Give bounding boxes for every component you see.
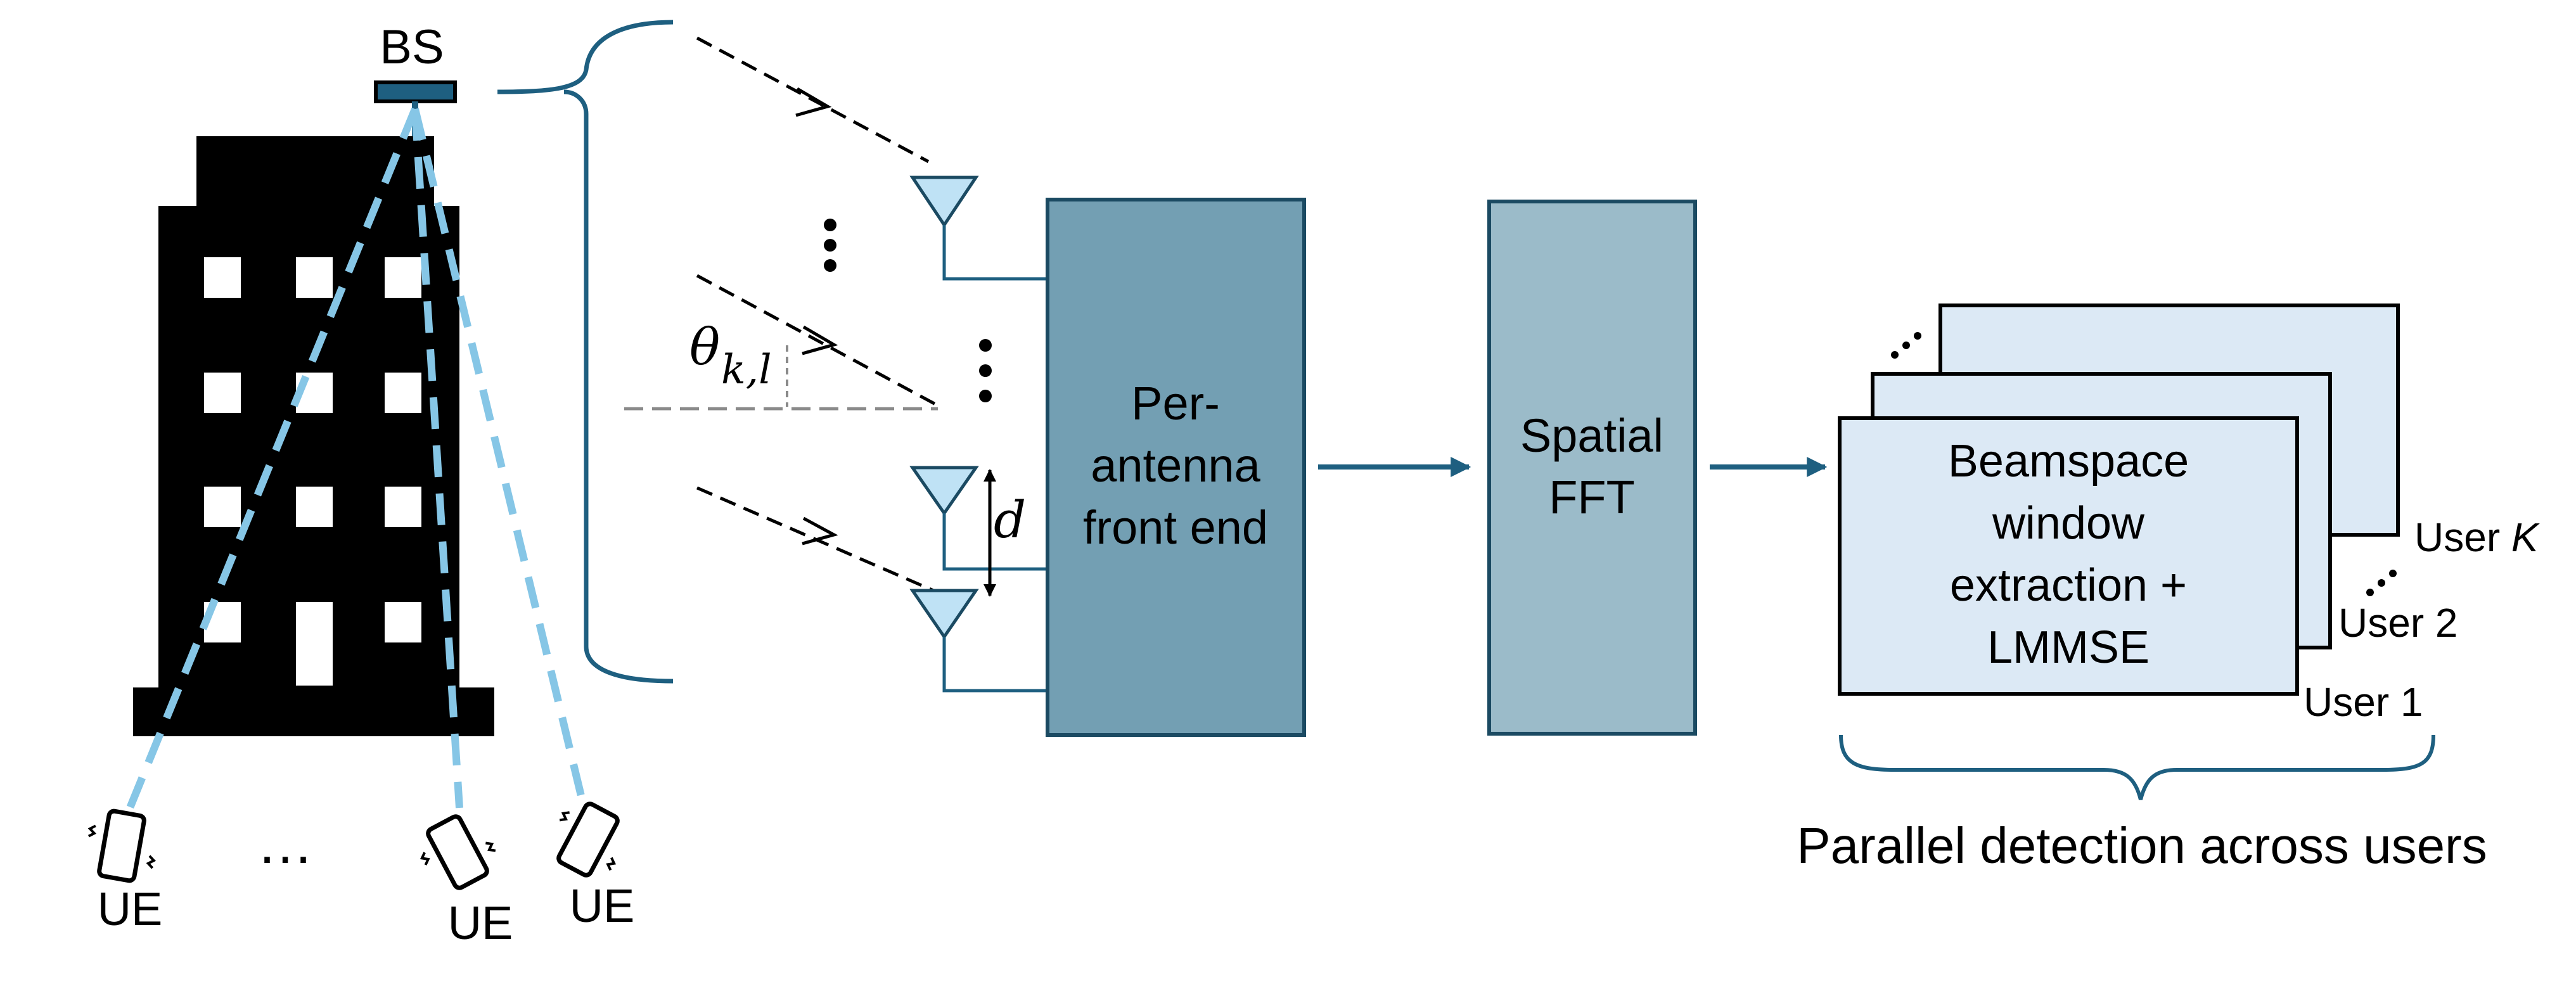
- ue-label: UE: [448, 897, 513, 949]
- ue-label: UE: [570, 879, 635, 932]
- user-k-prefix: User: [2414, 514, 2511, 560]
- bs-antenna: [374, 80, 457, 103]
- antenna-icon: [909, 589, 1048, 693]
- fft-line: Spatial: [1520, 409, 1663, 462]
- detector-line: window: [1992, 498, 2145, 549]
- ue-phone-icon: [420, 814, 496, 890]
- ue-phone-icon: [556, 802, 620, 878]
- parallel-brace: [1839, 734, 2435, 800]
- detector-line: extraction +: [1950, 560, 2187, 611]
- parallel-detection-caption: Parallel detection across users: [1797, 817, 2487, 874]
- angle-subscript: k,l: [721, 347, 772, 393]
- spatial-fft-block: Spatial FFT: [1487, 200, 1697, 736]
- front-end-line: antenna: [1091, 439, 1260, 492]
- user-1-label: User 1: [2304, 679, 2423, 725]
- antenna-ellipsis: [824, 219, 992, 402]
- antenna-icon: [909, 466, 1048, 571]
- ue-ellipsis: …: [257, 812, 314, 876]
- front-end-block: Per- antenna front end: [1046, 198, 1306, 737]
- ue-links: [126, 107, 586, 810]
- ue-phone-icon: [87, 808, 157, 883]
- user-k-symbol: K: [2511, 514, 2541, 560]
- card-stack-ellipsis: [1891, 332, 2397, 596]
- antenna-icon: [909, 176, 1048, 281]
- front-end-line: front end: [1083, 501, 1268, 554]
- angle-symbol: θ: [689, 317, 720, 376]
- user-2-label: User 2: [2338, 600, 2458, 646]
- ue-label: UE: [98, 883, 163, 935]
- wave-arrowheads: [795, 87, 838, 546]
- incoming-waves: [696, 36, 939, 594]
- detector-line: Beamspace: [1948, 436, 2189, 487]
- zoom-brace: [497, 20, 674, 684]
- user-k-label: User K: [2414, 514, 2541, 560]
- spacing-symbol: d: [994, 490, 1026, 549]
- detector-line: LMMSE: [1987, 622, 2150, 673]
- detector-card-user-1: Beamspace window extraction + LMMSE: [1838, 416, 2299, 696]
- front-end-line: Per-: [1131, 377, 1220, 430]
- bs-label: BS: [380, 20, 444, 74]
- fft-line: FFT: [1549, 471, 1635, 523]
- building: [133, 136, 494, 736]
